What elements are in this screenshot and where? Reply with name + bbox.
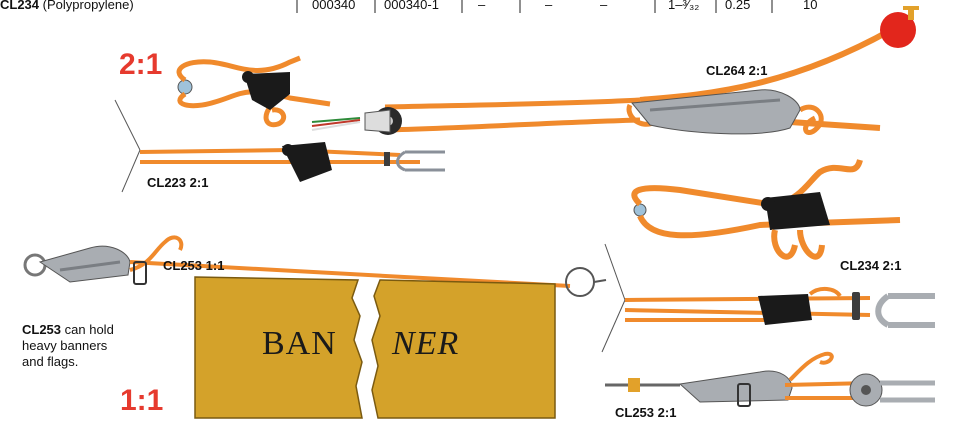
- table-dash1: –: [478, 0, 486, 12]
- cl253-bottom-cleat-icon: [678, 370, 793, 403]
- label-cl234: CL234 2:1: [840, 258, 902, 273]
- table-material: (Polypropylene): [42, 0, 134, 12]
- table-code2: 000340-1: [384, 0, 439, 12]
- ratio-top-left: 2:1: [119, 48, 163, 81]
- label-cl253-bottom: CL253 2:1: [615, 405, 677, 420]
- cl234-cleat-icon: [765, 192, 830, 230]
- cl253-banner-assembly: [23, 235, 607, 419]
- label-cl223: CL223 2:1: [147, 175, 209, 190]
- table-dash2: –: [545, 0, 553, 12]
- note-product: CL253: [22, 322, 62, 337]
- banner-text-right: NER: [392, 325, 460, 362]
- table-product: CL234: [0, 0, 40, 12]
- table-dividers: [296, 0, 773, 13]
- cl253-cleat-icon: [38, 245, 131, 283]
- table-value: 0.25: [725, 0, 751, 12]
- table-dash3: –: [600, 0, 608, 12]
- float-icon: [880, 12, 916, 48]
- cl223-cleat-icon: [282, 142, 332, 182]
- note-line2: heavy banners: [22, 338, 108, 353]
- right-hook-assembly: [601, 243, 935, 353]
- cl234-assembly: [631, 158, 901, 260]
- right-cleat-icon: [758, 294, 812, 325]
- table-code1: 000340: [312, 0, 356, 12]
- banner-left-panel: [194, 276, 363, 419]
- label-cl253-top: CL253 1:1: [163, 258, 225, 273]
- cl264-assembly: [364, 6, 919, 135]
- banner-note: CL253 can hold heavy banners and flags.: [22, 322, 114, 370]
- note-line3: and flags.: [22, 354, 79, 369]
- label-cl264: CL264 2:1: [706, 63, 768, 78]
- cl253-2-1-assembly: [605, 351, 935, 407]
- ratio-bottom-left: 1:1: [120, 384, 164, 417]
- cam-cleat-icon: [244, 72, 290, 110]
- banner-text-left: BAN: [262, 325, 337, 362]
- banner-right-panel: [371, 279, 556, 419]
- ring-icon: [565, 267, 595, 297]
- note-line1: can hold: [61, 322, 114, 337]
- top-left-cleat-assembly: [176, 55, 361, 131]
- cl223-assembly: [114, 99, 445, 193]
- table-last: 10: [803, 0, 818, 12]
- eye-icon: [177, 79, 193, 95]
- table-fraction: 1–³⁄₃₂: [668, 0, 700, 12]
